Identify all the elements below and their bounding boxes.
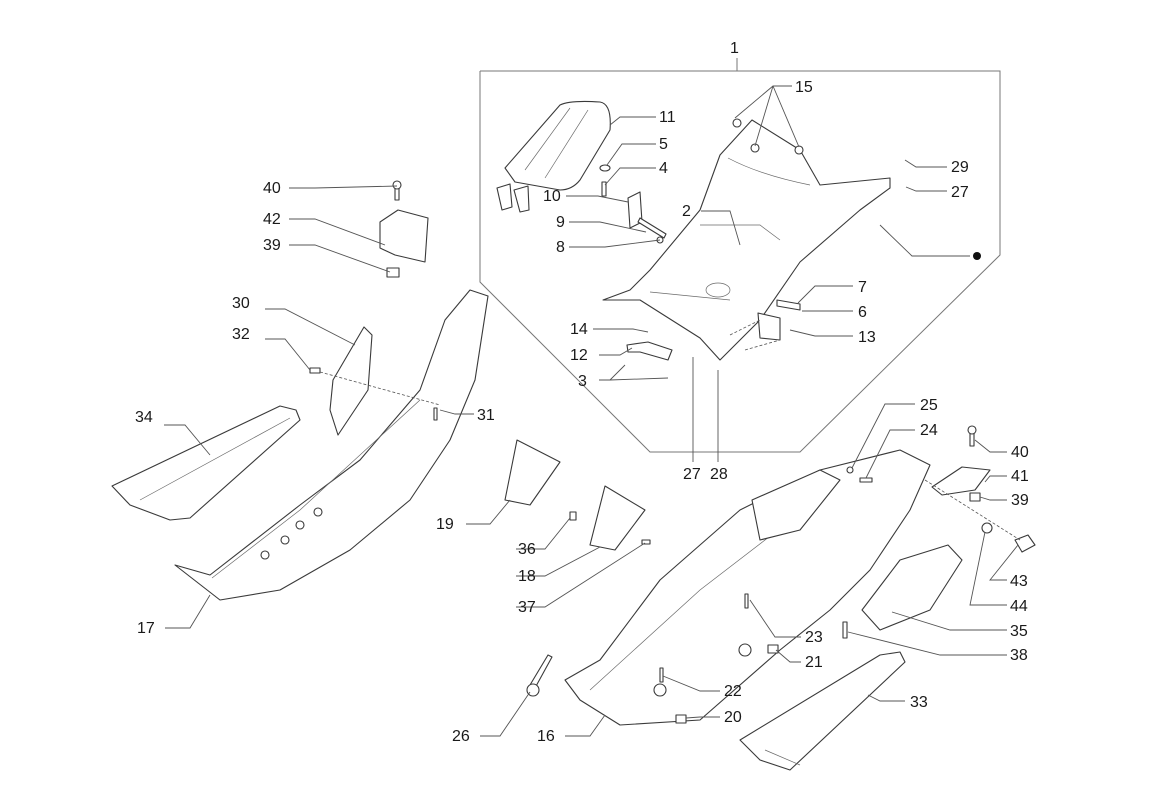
- callout-30: 30: [232, 295, 250, 312]
- callout-33: 33: [910, 694, 928, 711]
- callout-23: 23: [805, 629, 823, 646]
- callout-25: 25: [920, 397, 938, 414]
- reference-dot: [973, 252, 981, 260]
- lid-part: [496, 100, 611, 213]
- footpeg-pad-19: [504, 439, 561, 506]
- callout-37: 37: [518, 599, 536, 616]
- misc-hardware: [309, 367, 873, 724]
- callout-17: 17: [137, 620, 155, 637]
- central-body: [602, 118, 891, 361]
- hinge-hardware: [599, 164, 667, 244]
- callout-39a: 39: [263, 237, 281, 254]
- callout-32: 32: [232, 326, 250, 343]
- callout-44: 44: [1010, 598, 1028, 615]
- callout-9: 9: [556, 214, 565, 231]
- latch-parts: [626, 299, 801, 361]
- callout-16: 16: [537, 728, 555, 745]
- callout-14: 14: [570, 321, 588, 338]
- callout-11: 11: [659, 109, 676, 126]
- callout-24: 24: [920, 422, 938, 439]
- callout-38: 38: [1010, 647, 1028, 664]
- callout-28: 28: [710, 466, 728, 483]
- callout-34: 34: [135, 409, 153, 426]
- callout-40b: 40: [1011, 444, 1029, 461]
- callout-4: 4: [659, 160, 668, 177]
- callout-8: 8: [556, 239, 565, 256]
- callout-26: 26: [452, 728, 470, 745]
- callout-5: 5: [659, 136, 668, 153]
- callout-39b: 39: [1011, 492, 1029, 509]
- callout-40a: 40: [263, 180, 281, 197]
- assembly-frame: [479, 58, 1001, 453]
- callout-22: 22: [724, 683, 742, 700]
- callout-18: 18: [518, 568, 536, 585]
- callout-6: 6: [858, 304, 867, 321]
- callout-19: 19: [436, 516, 454, 533]
- trim-strip-left: [111, 405, 301, 521]
- callout-labels: 1 2 3 4 5 6 7 8 9 10 11 12 13 14 15 16 1…: [135, 40, 1029, 745]
- callout-1: 1: [730, 40, 739, 57]
- callout-20: 20: [724, 709, 742, 726]
- callout-13: 13: [858, 329, 876, 346]
- callout-35: 35: [1010, 623, 1028, 640]
- bracket-42: [379, 180, 429, 278]
- trim-strip-right: [739, 651, 906, 771]
- callout-31: 31: [477, 407, 495, 424]
- callout-27b: 27: [951, 184, 969, 201]
- callout-12: 12: [570, 347, 588, 364]
- callout-41: 41: [1011, 468, 1029, 485]
- side-cover-35: [861, 544, 963, 631]
- callout-36: 36: [518, 541, 536, 558]
- cover-part: [329, 326, 373, 436]
- right-floor-panel: [564, 449, 931, 726]
- leader-lines: [164, 85, 1019, 737]
- callout-29: 29: [951, 159, 969, 176]
- callout-42: 42: [263, 211, 281, 228]
- callout-15: 15: [795, 79, 813, 96]
- callout-27a: 27: [683, 466, 701, 483]
- callout-7: 7: [858, 279, 867, 296]
- callout-3: 3: [578, 373, 587, 390]
- callout-2: 2: [682, 203, 691, 220]
- footpeg-pad-18: [589, 485, 646, 551]
- left-side-panel: [174, 289, 489, 601]
- callout-10: 10: [543, 188, 561, 205]
- callout-43: 43: [1010, 573, 1028, 590]
- callout-21: 21: [805, 654, 823, 671]
